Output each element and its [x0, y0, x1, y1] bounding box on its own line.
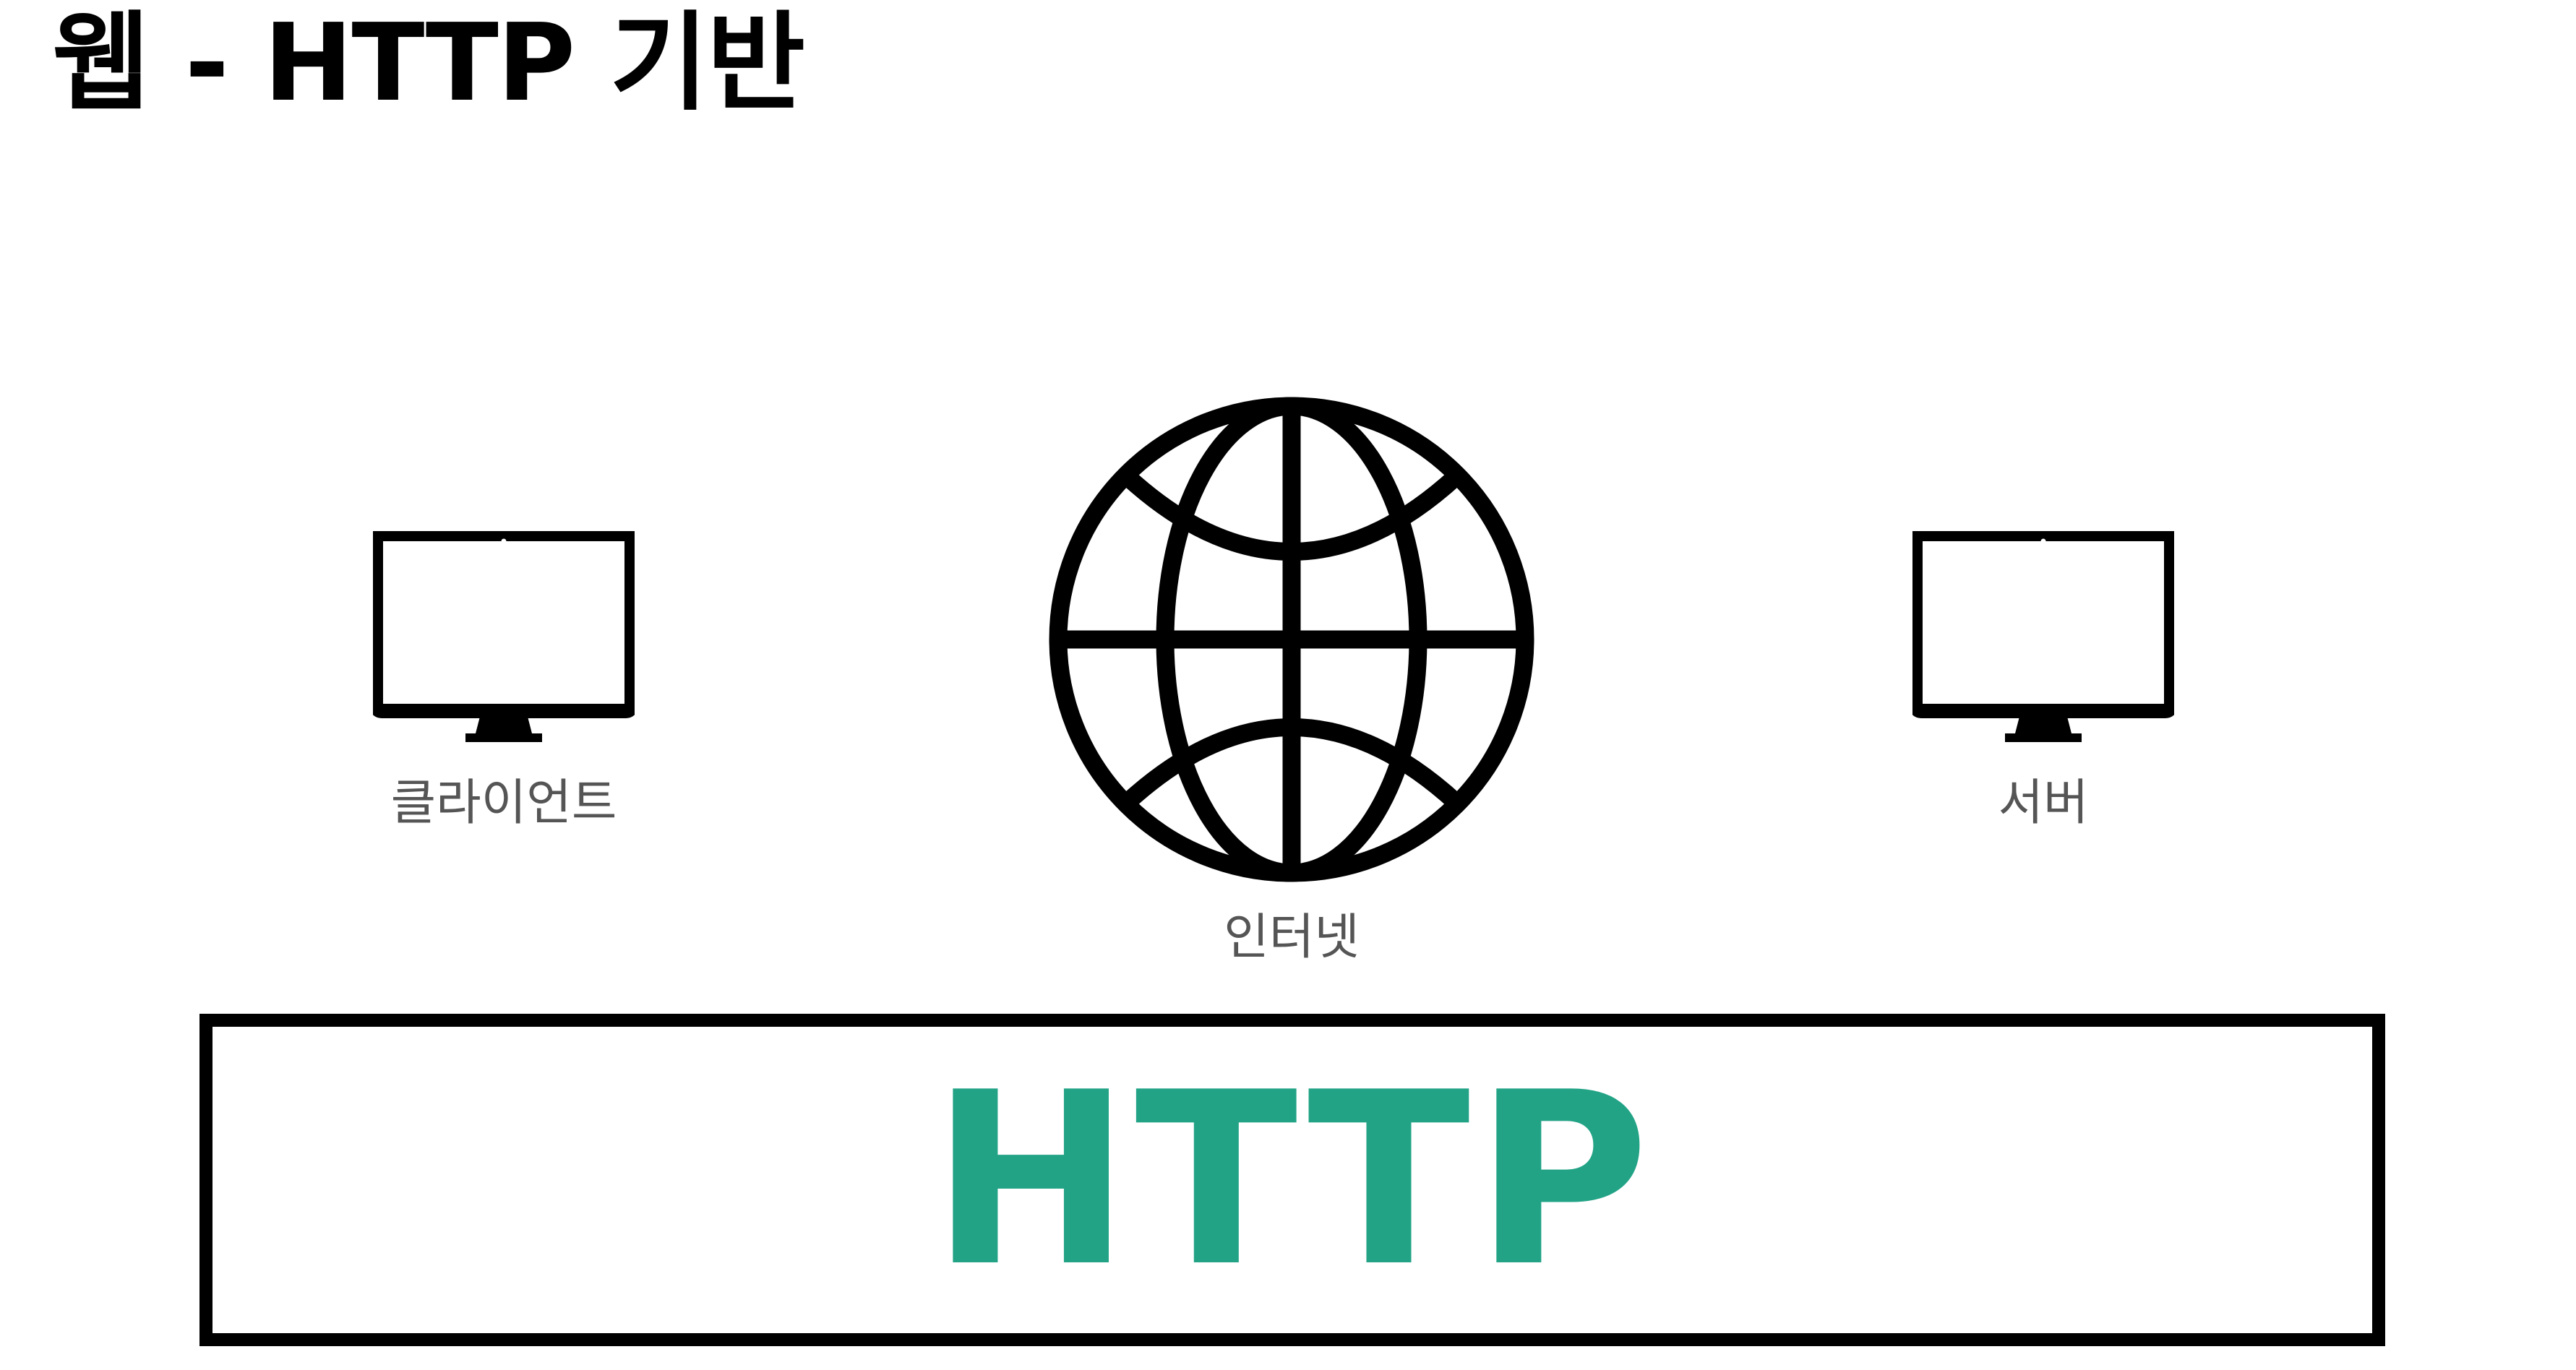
http-protocol-label: HTTP — [931, 1041, 1654, 1319]
http-protocol-box: HTTP — [199, 1014, 2385, 1346]
server-monitor-icon — [1912, 531, 2174, 742]
client-label: 클라이언트 — [390, 775, 617, 832]
client-monitor-icon — [373, 531, 635, 742]
internet-label: 인터넷 — [1224, 909, 1360, 966]
globe-icon — [1049, 397, 1534, 882]
server-label: 서버 — [1998, 775, 2089, 832]
page-title: 웹 - HTTP 기반 — [52, 1, 805, 125]
